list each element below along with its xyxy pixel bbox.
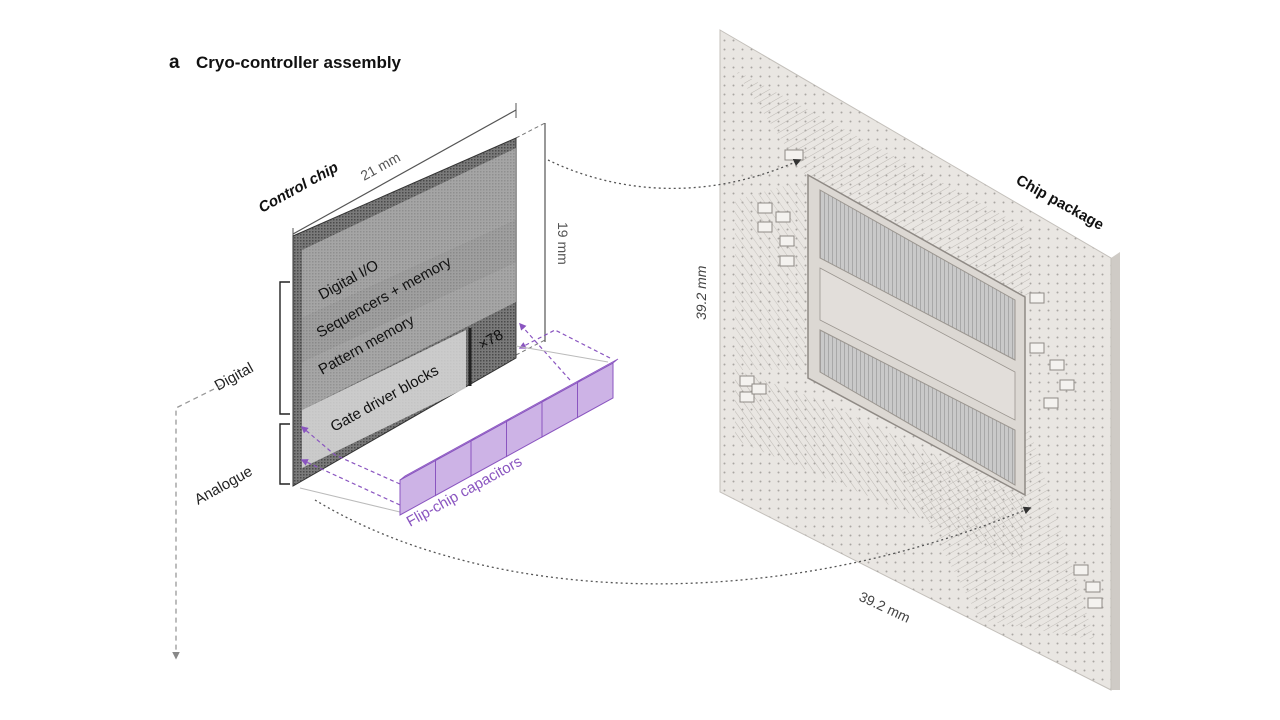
control-chip-label: Control chip [256,159,341,217]
region-sequencers [302,220,516,362]
connection-arrow-bottom [314,499,1032,585]
analogue-bracket-label: Analogue [192,463,256,509]
cavity-block-top [819,189,1016,361]
analogue-bracket [279,423,290,485]
region-gate-drivers [302,330,466,468]
package-components [739,149,1103,609]
capacitor-arrow-4 [300,459,401,506]
connection-arrow-top [547,159,802,190]
capacitor-arrow-3 [300,426,401,485]
chip-width-dimension: 21 mm [358,149,403,184]
region-pattern-memory [302,262,516,410]
trace-region-top [735,70,1030,300]
cavity-block-mid [819,267,1016,421]
chip-package: Chip package 39.2 mm 39.2 mm [693,29,1120,691]
capacitor-arrow-2 [519,322,571,381]
capacitor [577,362,614,419]
package-side-dimension: 39.2 mm [693,265,709,320]
digital-bracket [279,281,290,415]
panel-letter: a [169,52,180,73]
cavity-block-bottom [819,329,1016,486]
capacitor-arrow-1 [518,329,611,359]
package-edge [1111,252,1120,690]
width-dimension-line [292,109,517,235]
panel-title: Cryo-controller assembly [196,53,402,72]
trace-region-left [735,180,805,370]
package-bottom-dimension: 39.2 mm [857,588,913,626]
control-chip: 21 mm 19 mm Control chip Digital I/O Seq… [172,103,571,660]
chip-height-dimension: 19 mm [555,222,571,265]
capacitor-array [399,358,619,516]
trace-region-corner [900,430,1095,640]
descent-arrow [172,384,223,660]
region-digital-io [302,148,516,318]
digital-bracket-label: Digital [212,359,257,394]
